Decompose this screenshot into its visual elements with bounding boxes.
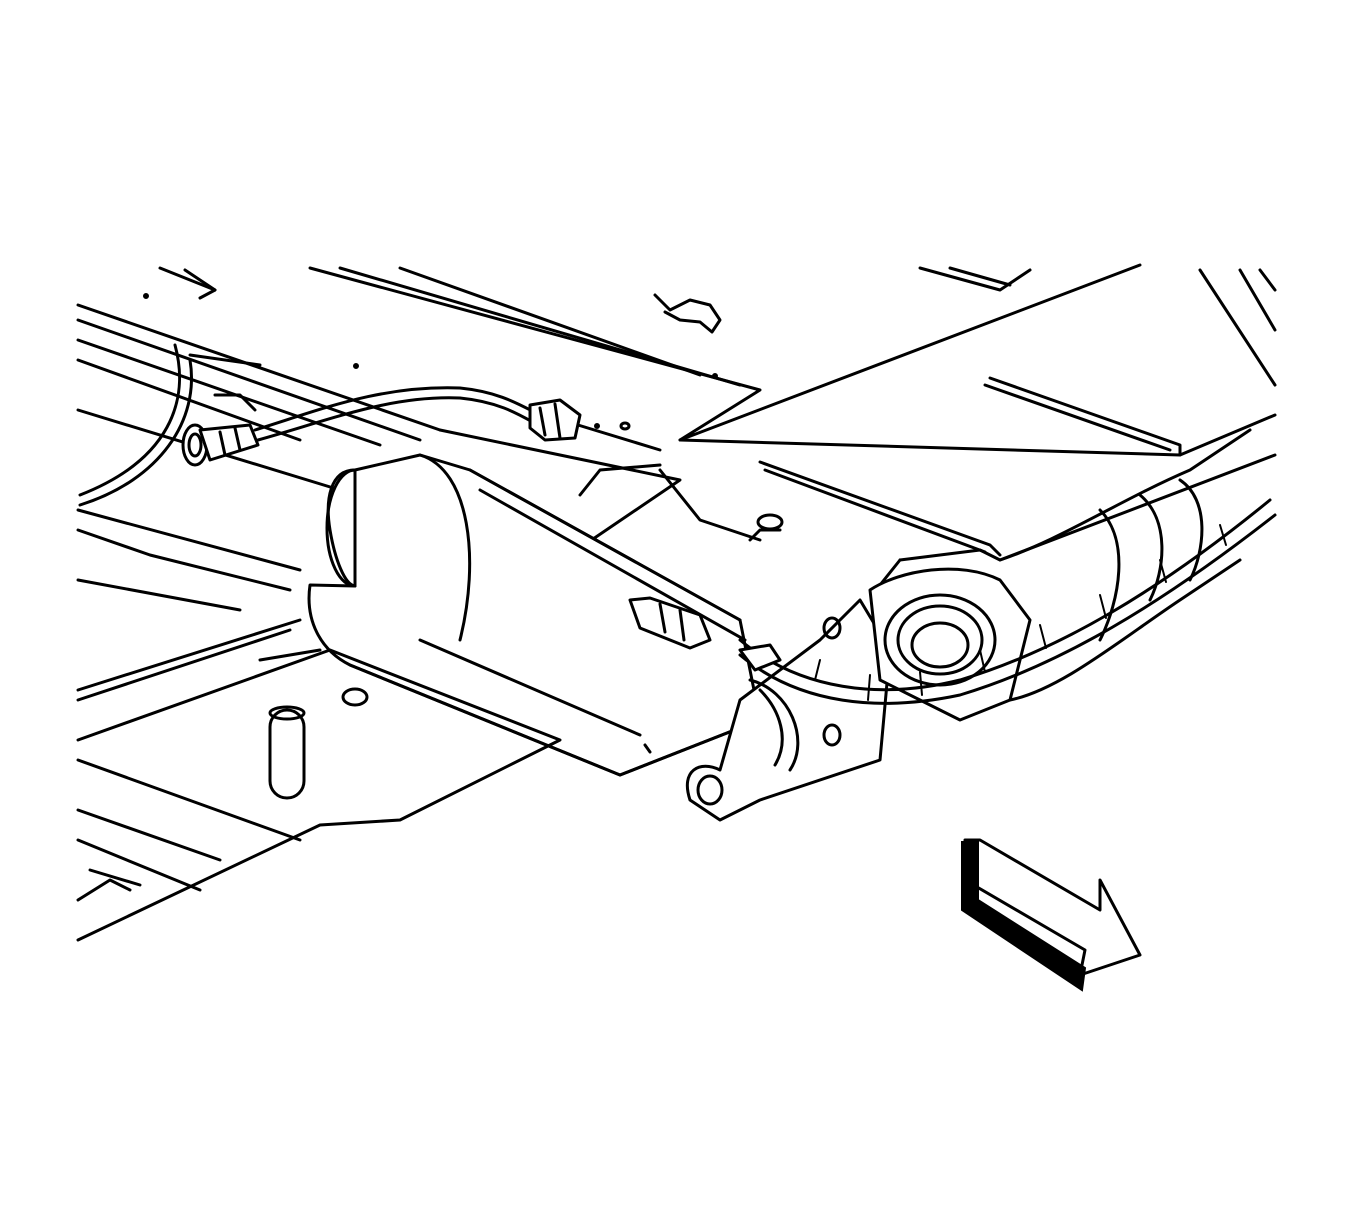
harness-connector bbox=[528, 398, 662, 452]
sensor-harness bbox=[253, 386, 542, 442]
oxygen-sensor bbox=[181, 423, 260, 467]
floor-pan bbox=[143, 263, 1277, 622]
direction-arrow-icon bbox=[961, 838, 1142, 992]
heat-shield bbox=[76, 648, 562, 942]
exhaust-manifold-flange bbox=[628, 428, 1277, 822]
